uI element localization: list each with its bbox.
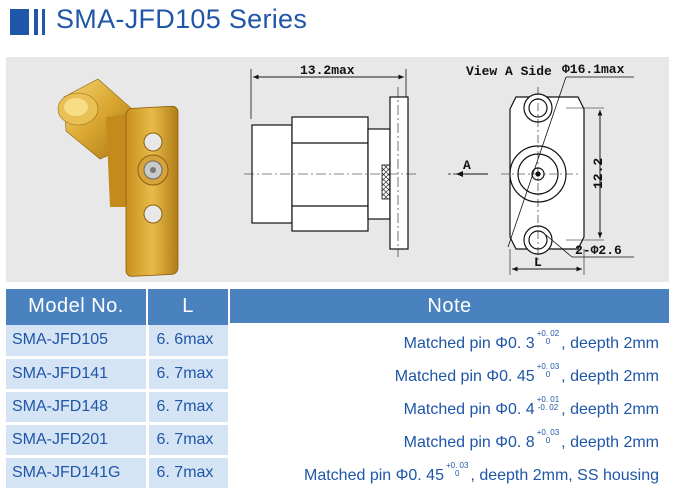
l-cell: 6. 6max xyxy=(147,324,231,359)
length-dimension-label: 13.2max xyxy=(300,63,355,78)
diameter-dimension-label: Φ16.1max xyxy=(562,62,625,77)
page-title: SMA-JFD105 Series xyxy=(56,4,308,34)
table-row: SMA-JFD105 6. 6max Matched pin Φ0. 3+0. … xyxy=(6,323,669,359)
model-cell: SMA-JFD105 xyxy=(6,324,149,359)
table-row: SMA-JFD201 6. 7max Matched pin Φ0. 8+0. … xyxy=(6,423,669,458)
note-text: Matched pin Φ0. 3 xyxy=(403,334,535,352)
table-row: SMA-JFD141G 6. 7max Matched pin Φ0. 45+0… xyxy=(6,456,669,491)
note-suffix: , deepth 2mm, SS housing xyxy=(470,466,659,484)
model-cell: SMA-JFD148 xyxy=(6,390,149,425)
table-header-row: Model No. L Note xyxy=(6,289,669,325)
side-view-drawing xyxy=(244,69,418,257)
model-cell: SMA-JFD201 xyxy=(6,423,149,458)
table-row: SMA-JFD148 6. 7max Matched pin Φ0. 4+0. … xyxy=(6,390,669,425)
tolerance-lower: -0. 02 xyxy=(537,402,559,412)
note-suffix: , deepth 2mm xyxy=(561,433,659,451)
note-suffix: , deepth 2mm xyxy=(561,334,659,352)
note-text: Matched pin Φ0. 45 xyxy=(304,466,444,484)
tolerance: +0. 01-0. 02 xyxy=(536,394,560,412)
title-accent-bar-thin xyxy=(42,9,45,35)
tolerance-upper: +0. 03 xyxy=(536,427,560,437)
note-text: Matched pin Φ0. 8 xyxy=(403,433,535,451)
note-suffix: , deepth 2mm xyxy=(561,400,659,418)
title-accent-block xyxy=(10,9,29,35)
l-cell: 6. 7max xyxy=(147,357,231,392)
column-header-model: Model No. xyxy=(6,289,148,325)
l-cell: 6. 7max xyxy=(147,456,231,491)
column-header-note: Note xyxy=(229,289,669,325)
l-cell: 6. 7max xyxy=(147,423,231,458)
model-cell: SMA-JFD141G xyxy=(6,456,149,491)
tolerance-upper: +0. 02 xyxy=(536,328,560,338)
note-cell: Matched pin Φ0. 4+0. 01-0. 02, deepth 2m… xyxy=(229,390,669,425)
title-accent-bar xyxy=(34,9,38,35)
tolerance-lower: 0 xyxy=(545,369,551,379)
column-header-l: L xyxy=(147,289,230,325)
front-view-drawing xyxy=(446,76,634,275)
tolerance-lower: 0 xyxy=(454,468,460,478)
note-text: Matched pin Φ0. 45 xyxy=(394,367,535,385)
product-figure-panel: 13.2max xyxy=(6,57,669,282)
tolerance-lower: 0 xyxy=(545,435,551,445)
tolerance-upper: +0. 03 xyxy=(445,460,469,470)
view-arrow-label: A xyxy=(463,158,471,173)
tolerance-upper: +0. 01 xyxy=(536,394,560,404)
header: SMA-JFD105 Series xyxy=(0,0,675,52)
tolerance-lower: 0 xyxy=(545,336,551,346)
l-dimension-label: L xyxy=(534,255,542,270)
table-row: SMA-JFD141 6. 7max Matched pin Φ0. 45+0.… xyxy=(6,357,669,392)
height-dimension-label: 12.2 xyxy=(591,158,606,189)
connector-photo xyxy=(57,78,179,277)
spec-table: Model No. L Note SMA-JFD105 6. 6max Matc… xyxy=(6,289,669,491)
hole-dimension-label: 2-Φ2.6 xyxy=(575,243,622,258)
note-suffix: , deepth 2mm xyxy=(561,367,659,385)
tolerance-upper: +0. 03 xyxy=(536,361,560,371)
model-cell: SMA-JFD141 xyxy=(6,357,149,392)
view-label: View A Side xyxy=(466,64,552,79)
note-text: Matched pin Φ0. 4 xyxy=(403,400,535,418)
l-cell: 6. 7max xyxy=(147,390,231,425)
